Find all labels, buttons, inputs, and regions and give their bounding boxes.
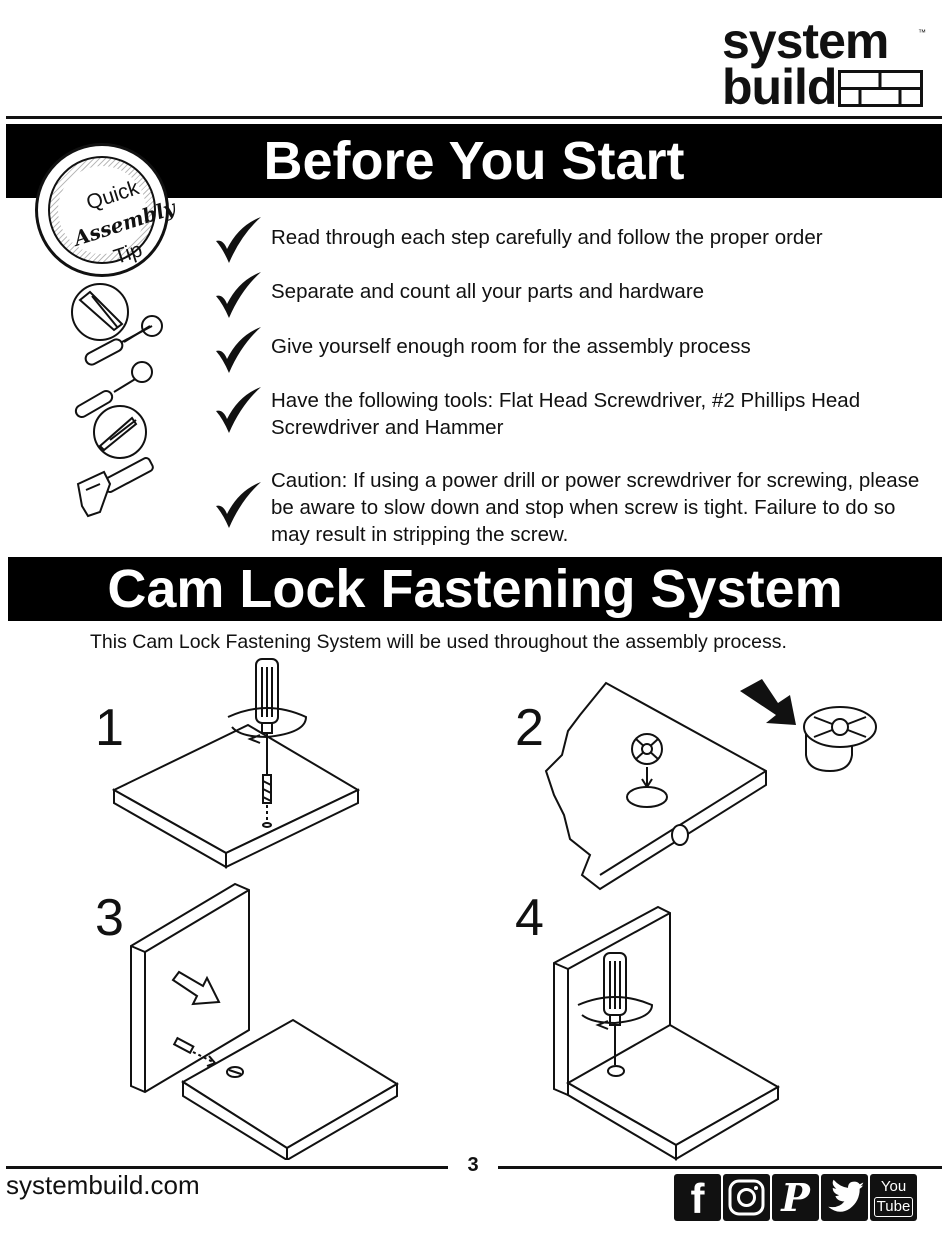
before-you-start-title: Before You Start — [263, 131, 685, 191]
brand-logo: system build ™ — [718, 13, 928, 115]
cam-lock-small-icon — [626, 733, 668, 808]
checkmark-icon — [216, 327, 261, 373]
step-3-illustration — [130, 882, 399, 1160]
cam-bolt-icon — [262, 774, 272, 828]
step-2-illustration — [544, 679, 877, 891]
footer-divider-right — [498, 1166, 942, 1169]
logo-line2: build — [722, 59, 837, 115]
cam-bolt-icon — [172, 1036, 217, 1067]
checklist-item-5: Caution: If using a power drill or power… — [271, 469, 920, 546]
trademark: ™ — [918, 28, 926, 37]
cam-lock-intro: This Cam Lock Fastening System will be u… — [90, 631, 787, 653]
flat-head-screwdriver-icon — [71, 283, 163, 366]
checkmark-icon — [216, 272, 261, 318]
cam-lock-banner: Cam Lock Fastening System — [8, 557, 942, 621]
youtube-top: You — [880, 1178, 907, 1195]
bottom-panel — [565, 1023, 781, 1161]
cam-lock-large-icon — [803, 706, 877, 773]
badge-tip: Tip — [110, 238, 146, 269]
youtube-bottom: Tube — [873, 1197, 914, 1217]
screwdriver-icon — [577, 952, 654, 1065]
bottom-panel — [181, 1018, 399, 1160]
panel-board — [544, 681, 767, 891]
logo-brick-icon — [838, 70, 923, 107]
checklist-item-2: Separate and count all your parts and ha… — [271, 280, 705, 303]
arrow-icon — [740, 679, 796, 725]
facebook-glyph: f — [690, 1175, 705, 1222]
cam-lock-title: Cam Lock Fastening System — [107, 559, 843, 619]
step-number-4: 4 — [515, 889, 544, 947]
before-you-start-banner: Before You Start — [6, 124, 942, 198]
twitter-icon[interactable] — [821, 1174, 868, 1221]
pinterest-icon[interactable]: P — [772, 1174, 819, 1221]
step-number-1: 1 — [95, 699, 124, 757]
pinterest-glyph: P — [781, 1175, 810, 1220]
checkmark-icon — [216, 387, 261, 433]
checkmark-icon — [216, 482, 261, 528]
website-link[interactable]: systembuild.com — [6, 1170, 200, 1200]
step-1-illustration — [111, 658, 361, 869]
instagram-icon[interactable] — [723, 1174, 770, 1221]
checklist-item-3: Give yourself enough room for the assemb… — [271, 335, 751, 358]
checklist-item-4: Have the following tools: Flat Head Scre… — [271, 389, 861, 439]
step-number-2: 2 — [515, 699, 544, 757]
panel-board — [111, 723, 361, 869]
hammer-icon — [76, 457, 154, 518]
footer-divider-left — [6, 1166, 448, 1169]
phillips-screwdriver-icon — [74, 361, 153, 459]
checklist-item-1: Read through each step carefully and fol… — [271, 226, 823, 249]
checkmark-icon — [216, 217, 261, 263]
arrow-icon — [171, 970, 221, 1006]
logo-line1: system — [722, 13, 889, 69]
step-4-illustration — [553, 905, 781, 1161]
facebook-icon[interactable]: f — [674, 1174, 721, 1222]
youtube-icon[interactable]: You Tube — [870, 1174, 917, 1221]
page-number: 3 — [467, 1154, 479, 1176]
step-number-3: 3 — [95, 889, 124, 947]
top-divider — [6, 116, 942, 119]
tools-illustration — [71, 283, 163, 518]
screwdriver-icon — [227, 658, 308, 775]
quick-assembly-tip-badge: Quick Assembly Tip — [35, 143, 178, 277]
